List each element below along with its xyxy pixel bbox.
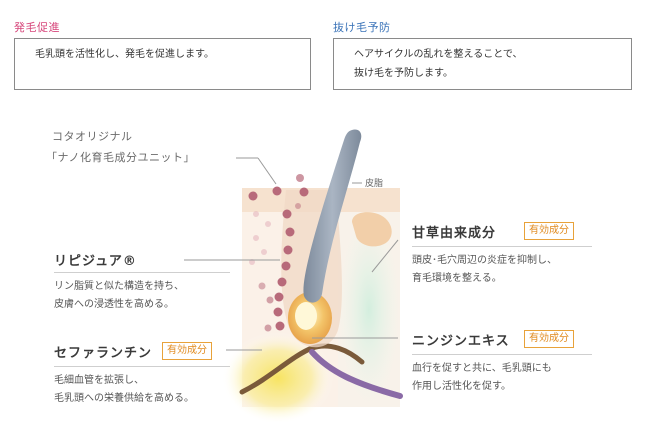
vessel-glow — [222, 332, 334, 424]
sefaranthin-desc1: 毛細血管を拡張し、 — [54, 375, 144, 386]
vessel-brown — [239, 343, 365, 395]
left-box-title: 発毛促進 — [14, 21, 60, 34]
ninjin-name: ニンジンエキス — [412, 334, 510, 349]
nano-unit-dots — [248, 174, 309, 332]
lipijua-name: リピジュア® — [54, 254, 137, 269]
nano-caption-line2: 「ナノ化育毛成分ユニット」 — [46, 151, 195, 164]
kanzou-name: 甘草由来成分 — [412, 226, 497, 241]
sefaranthin-badge: 有効成分 — [162, 342, 212, 360]
right-box-line2: 抜け毛を予防します。 — [354, 68, 453, 79]
ninjin-desc1: 血行を促すと共に、毛乳頭にも — [412, 363, 552, 374]
hair-shaft — [303, 129, 362, 303]
kanzou-divider — [412, 246, 592, 247]
sefaranthin-desc2: 毛乳頭への栄養供給を高める。 — [54, 393, 194, 404]
lipijua-desc2: 皮膚への浸透性を高める。 — [54, 299, 174, 310]
sebaceous-gland — [352, 212, 392, 247]
faint-dots — [249, 211, 271, 265]
left-info-box: 毛乳頭を活性化し、発毛を促進します。 — [14, 38, 311, 90]
lipijua-desc1: リン脂質と似た構造を持ち、 — [54, 281, 184, 292]
left-box-text: 毛乳頭を活性化し、発毛を促進します。 — [35, 49, 214, 60]
leader-kanzou — [371, 239, 399, 273]
kanzou-badge: 有効成分 — [524, 222, 574, 240]
right-box-title: 抜け毛予防 — [333, 21, 391, 34]
ninjin-desc2: 作用し活性化を促す。 — [412, 381, 511, 392]
nano-caption-line1: コタオリジナル — [52, 130, 133, 143]
right-info-box: ヘアサイクルの乱れを整えることで、 抜け毛を予防します。 — [333, 38, 632, 90]
vessel-purple — [309, 349, 403, 399]
lipijua-divider — [54, 272, 230, 273]
ninjin-badge: 有効成分 — [524, 330, 574, 348]
papilla-core — [295, 302, 317, 330]
sefaranthin-name: セファランチン — [54, 346, 153, 361]
kanzou-desc1: 頭皮･毛穴周辺の炎症を抑制し、 — [412, 255, 557, 266]
right-box-line1: ヘアサイクルの乱れを整えることで、 — [354, 49, 523, 60]
ninjin-divider — [412, 354, 592, 355]
skin-label: 皮脂 — [365, 179, 384, 189]
sefaranthin-divider — [54, 366, 230, 367]
kanzou-desc2: 育毛環境を整える。 — [412, 273, 502, 284]
